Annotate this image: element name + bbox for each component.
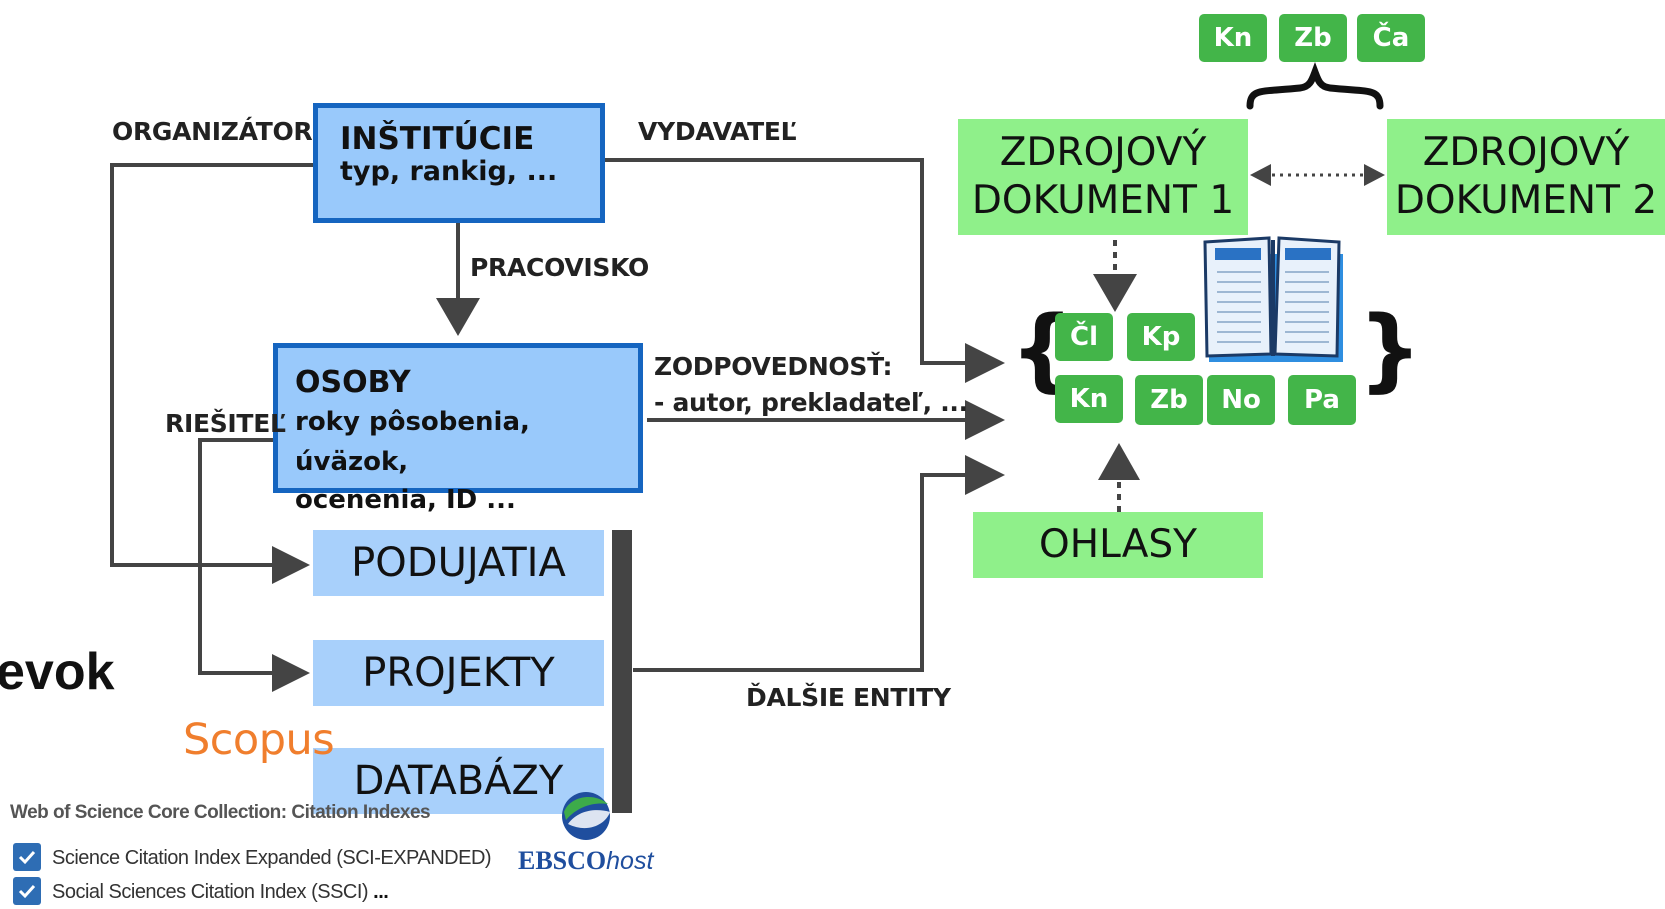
wos-item-ssci-label: Social Sciences Citation Index (SSCI) (52, 881, 369, 903)
prispevok-fragment: evok (0, 643, 115, 701)
institucie-box: INŠTITÚCIE typ, rankig, ... (313, 103, 605, 223)
checkbox-checked-icon[interactable] (13, 877, 41, 905)
doc-chip-kp: Kp (1127, 313, 1195, 361)
doc-chip-kn: Kn (1055, 375, 1123, 423)
doc-chip-no: No (1207, 375, 1275, 425)
label-dalsie-entity: ĎALŠIE ENTITY (746, 683, 951, 712)
doc-chip-zb: Zb (1135, 375, 1203, 425)
databazy-box: DATABÁZY (313, 748, 604, 814)
open-book-icon (1203, 236, 1343, 362)
label-pracovisko: PRACOVISKO (470, 253, 650, 282)
label-zodpovednost-detail: - autor, prekladateľ, ... (654, 388, 968, 417)
label-riesitel: RIEŠITEĽ (165, 409, 286, 438)
checkmark-icon (18, 850, 36, 865)
wos-item-ssci: Social Sciences Citation Index (SSCI) ..… (52, 881, 389, 904)
doc2-line1: ZDROJOVÝ (1422, 130, 1630, 175)
podujatia-label: PODUJATIA (351, 540, 566, 586)
projekty-box: PROJEKTY (313, 640, 604, 706)
checkmark-icon (18, 884, 36, 899)
checkbox-checked-icon[interactable] (13, 843, 41, 871)
label-vydavatel: VYDAVATEĽ (638, 117, 797, 146)
top-chip-ca: Ča (1357, 14, 1425, 62)
osoby-line1: roky pôsobenia, úväzok, (295, 407, 530, 477)
label-organizator: ORGANIZÁTOR (112, 117, 313, 146)
institucie-subtitle: typ, rankig, ... (340, 156, 558, 187)
wos-header: Web of Science Core Collection: Citation… (10, 802, 431, 823)
ohlasy-box: OHLASY (973, 512, 1263, 578)
podujatia-box: PODUJATIA (313, 530, 604, 596)
top-chip-kn: Kn (1199, 14, 1267, 62)
label-zodpovednost-title: ZODPOVEDNOSŤ: (654, 352, 893, 381)
source-document-1: ZDROJOVÝ DOKUMENT 1 (958, 119, 1248, 235)
doc-chip-pa: Pa (1288, 375, 1356, 425)
ebsco-main: EBSCO (518, 846, 607, 875)
institucie-title: INŠTITÚCIE (340, 121, 535, 157)
wos-more: ... (373, 881, 389, 903)
scopus-logo: Scopus (183, 715, 335, 765)
ebsco-logo: EBSCOhost (518, 846, 653, 876)
osoby-title: OSOBY (295, 365, 411, 400)
right-brace: } (1358, 297, 1423, 402)
projekty-label: PROJEKTY (362, 650, 555, 696)
doc1-line2: DOKUMENT 1 (971, 178, 1235, 223)
ohlasy-label: OHLASY (1039, 522, 1197, 567)
wos-item-sci-expanded: Science Citation Index Expanded (SCI-EXP… (52, 847, 492, 869)
doc-chip-cl: Čl (1055, 313, 1113, 361)
top-chip-zb: Zb (1279, 14, 1347, 62)
doc1-line1: ZDROJOVÝ (999, 130, 1207, 175)
osoby-line2: ocenenia, ID ... (295, 485, 516, 515)
databazy-label: DATABÁZY (353, 758, 564, 804)
source-document-2: ZDROJOVÝ DOKUMENT 2 (1387, 119, 1665, 235)
ebsco-globe-icon (562, 792, 610, 840)
doc2-line2: DOKUMENT 2 (1394, 178, 1658, 223)
ebsco-host: host (606, 847, 654, 875)
osoby-box: OSOBY roky pôsobenia, úväzok, ocenenia, … (273, 343, 643, 515)
